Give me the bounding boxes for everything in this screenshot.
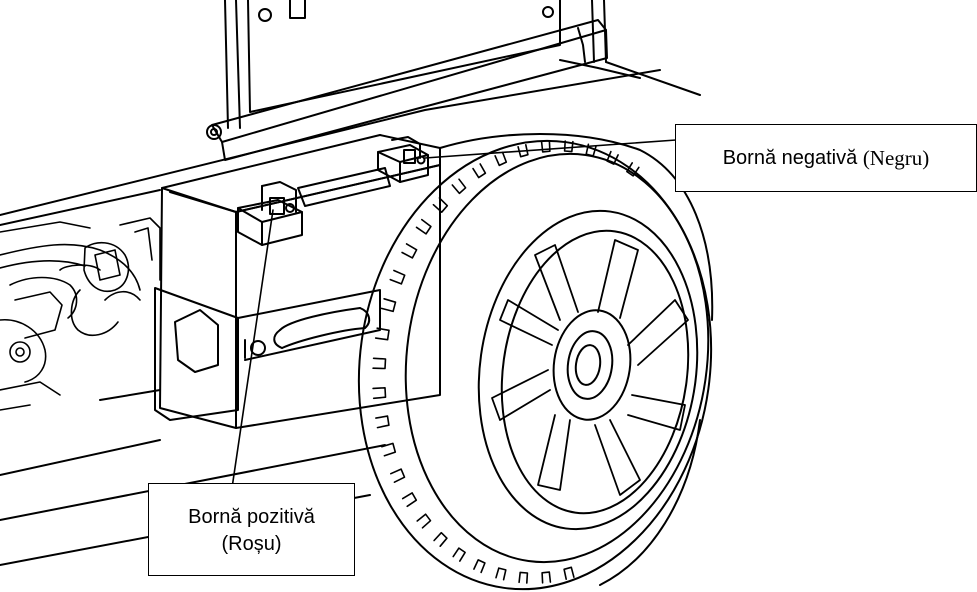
tread-lug [433, 531, 448, 547]
tread-lug [381, 442, 397, 457]
tread-lug [380, 298, 397, 313]
tread-lug [389, 269, 406, 285]
wheel [357, 133, 714, 591]
tread-lug [375, 415, 390, 429]
positive-terminal-color: (Roșu) [221, 532, 282, 555]
negative-terminal-name: Bornă negativă [722, 146, 858, 169]
tread-lug [495, 567, 507, 581]
tread-lug [541, 571, 552, 584]
generator-frame [0, 0, 701, 566]
positive-leader-line [231, 209, 274, 489]
tread-lug [473, 559, 486, 574]
tread-lug [401, 492, 418, 508]
tread-lug [585, 143, 597, 157]
battery [159, 134, 441, 429]
leader-lines [231, 139, 677, 489]
tread-lug [563, 566, 575, 580]
tread-lug [416, 513, 432, 529]
negative-terminal-label: Bornă negativă (Negru) [675, 124, 977, 192]
positive-terminal-label: Bornă pozitivă (Roșu) [148, 483, 355, 576]
tread-lug [472, 163, 487, 179]
tread-lug [494, 151, 508, 167]
tread-lug [390, 468, 406, 483]
negative-leader-line [424, 139, 677, 159]
tread-lug [518, 571, 529, 584]
tread-lug [452, 547, 466, 562]
tread-lug [401, 243, 418, 259]
tread-lug [372, 357, 387, 370]
engine-detail [0, 217, 161, 411]
battery-bracket [154, 287, 381, 421]
negative-terminal-color: (Negru) [862, 145, 930, 170]
tread-lug [374, 327, 390, 341]
tread-lug [372, 387, 387, 400]
tread-lug [432, 197, 449, 213]
positive-terminal-name: Bornă pozitivă [188, 505, 315, 528]
tread-lug [626, 162, 640, 177]
tread-lug [606, 150, 619, 165]
tread-lug [540, 140, 551, 153]
tire-tread [372, 140, 640, 584]
tread-lug [415, 218, 432, 235]
wheel-spokes [491, 239, 689, 496]
tread-lug [451, 178, 467, 195]
